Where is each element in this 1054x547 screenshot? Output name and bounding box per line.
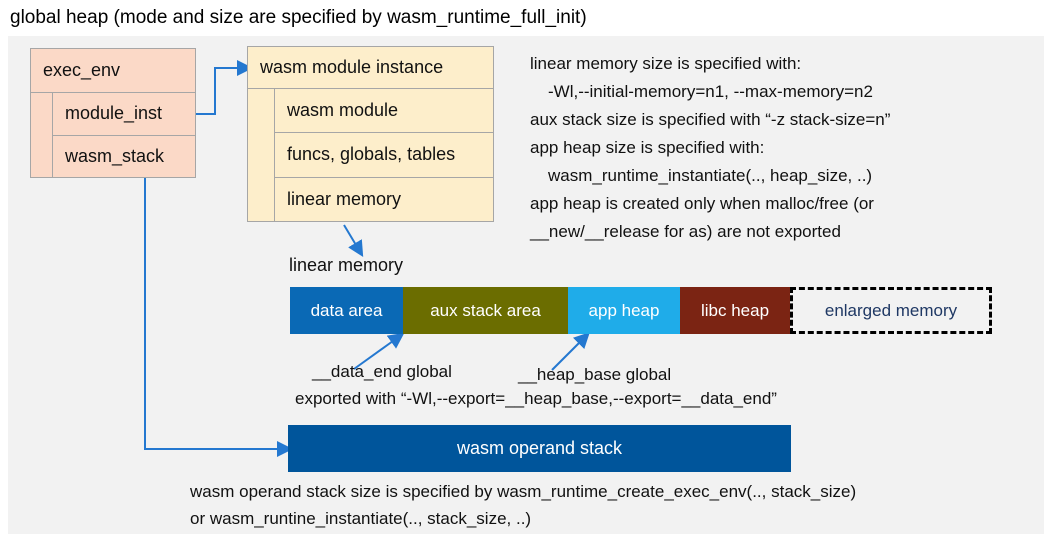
data-end-global-label: __data_end global <box>312 362 452 381</box>
wasm-operand-stack-bar: wasm operand stack <box>288 425 791 472</box>
operand-stack-notes: wasm operand stack size is specified by … <box>190 478 856 532</box>
memory-segment-aux-stack-area: aux stack area <box>403 287 568 334</box>
note-line: __new/__release for as) are not exported <box>530 222 841 241</box>
memory-segment-app-heap: app heap <box>568 287 680 334</box>
note-line: linear memory size is specified with: <box>530 54 802 73</box>
exec-env-row-module-inst: module_inst <box>53 93 195 136</box>
wasm-module-instance-box: wasm module instance wasm module funcs, … <box>247 46 494 222</box>
wasm-module-instance-gutter <box>248 89 275 221</box>
linear-memory-bar: data area aux stack area app heap libc h… <box>290 287 992 334</box>
memory-segment-libc-heap: libc heap <box>680 287 790 334</box>
exec-env-box: exec_env module_inst wasm_stack <box>30 48 196 178</box>
export-note-label: exported with “-Wl,--export=__heap_base,… <box>295 389 777 408</box>
memory-segment-enlarged-memory: enlarged memory <box>790 287 992 334</box>
note-line: app heap size is specified with: <box>530 138 765 157</box>
memory-segment-data-area: data area <box>290 287 403 334</box>
exec-env-gutter <box>31 93 53 177</box>
wasm-module-instance-body: wasm module funcs, globals, tables linea… <box>248 89 493 221</box>
instance-row-wasm-module: wasm module <box>275 89 493 134</box>
instance-row-funcs-globals-tables: funcs, globals, tables <box>275 133 493 178</box>
diagram-title: global heap (mode and size are specified… <box>10 7 587 28</box>
note-line: aux stack size is specified with “-z sta… <box>530 110 891 129</box>
note-line: app heap is created only when malloc/fre… <box>530 194 874 213</box>
note-line: or wasm_runtine_instantiate(.., stack_si… <box>190 509 532 528</box>
linear-memory-notes: linear memory size is specified with: -W… <box>530 50 1030 246</box>
note-line: wasm_runtime_instantiate(.., heap_size, … <box>548 166 873 185</box>
exec-env-body: module_inst wasm_stack <box>31 93 195 177</box>
wasm-module-instance-header: wasm module instance <box>248 47 493 89</box>
note-line: -Wl,--initial-memory=n1, --max-memory=n2 <box>548 82 873 101</box>
heap-base-global-label: __heap_base global <box>518 365 672 384</box>
exec-env-header: exec_env <box>31 49 195 93</box>
linear-memory-label: linear memory <box>289 255 404 275</box>
note-line: wasm operand stack size is specified by … <box>190 482 857 501</box>
exec-env-row-wasm-stack: wasm_stack <box>65 145 165 166</box>
instance-row-linear-memory: linear memory <box>287 188 402 209</box>
